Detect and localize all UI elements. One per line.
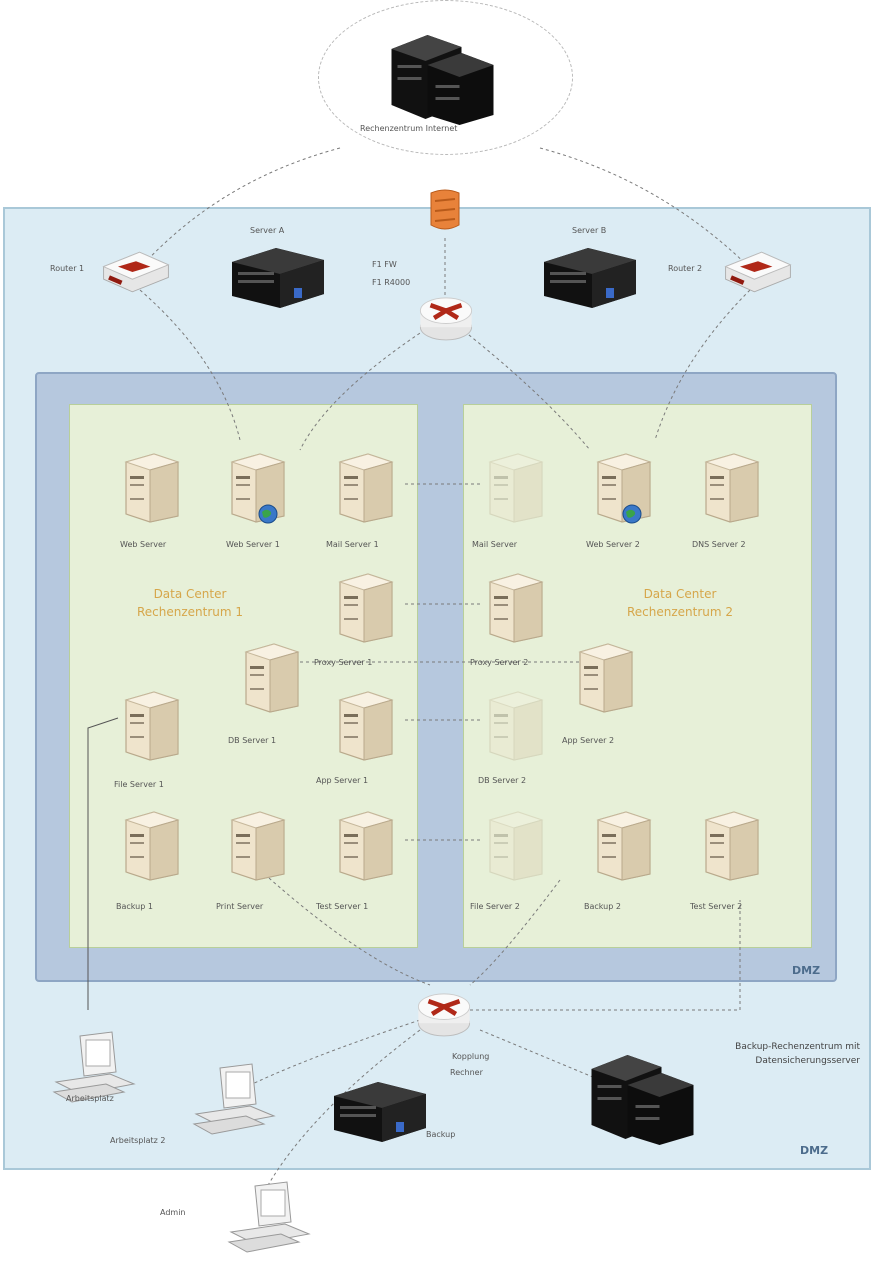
dc2-node-d-label: Proxy Server 2 [470,658,529,667]
test-server-icon [332,806,396,882]
dc1-node-a-label: Web Server [120,540,167,549]
dc2-title: Data Center Rechenzentrum 2 [626,587,734,619]
router-right-label: Router 2 [668,264,703,273]
dc1-node-h-label: Backup 1 [116,902,153,911]
server-top-right-icon [540,240,640,310]
dc1-node-e-label: DB Server 1 [228,736,277,745]
dc2-node-e-label: App Server 2 [562,736,615,745]
dc2-node-f-label: DB Server 2 [478,776,527,785]
dc1-node-c-label: Mail Server 1 [326,540,379,549]
dc1-title: Data Center Rechenzentrum 1 [136,587,244,619]
proxy-server-icon [482,568,546,644]
core-router-icon [414,290,478,346]
dc1-node-g-label: File Server 1 [114,780,164,789]
dc2-node-b-label: Web Server 2 [586,540,640,549]
internet-server-cluster [385,25,500,125]
dc2-node-h-label: Backup 2 [584,902,621,911]
dc1-node-d-label: Proxy Server 1 [314,658,373,667]
bottom-router-icon [412,986,476,1042]
mail-server-icon [332,448,396,524]
app-server-icon [332,686,396,762]
fw-label: F1 FW [372,260,397,269]
server-icon [118,448,182,524]
router-left-icon [100,245,172,299]
file-server-faded-icon [482,806,546,882]
client2-label: Arbeitsplatz 2 [110,1136,166,1145]
backup-server-icon [590,806,654,882]
dc2-node-c-label: DNS Server 2 [692,540,746,549]
client3-label: Admin [160,1208,186,1217]
dc1-node-i-label: Print Server [216,902,264,911]
web-server-icon [224,448,288,524]
bottom-router-label-2: Rechner [450,1068,483,1077]
server-top-left-label: Server A [250,226,285,235]
router-right-icon [722,245,794,299]
bottom-note: Backup-Rechenzentrum mit Datensicherungs… [735,1042,860,1066]
app-server-icon [572,638,636,714]
dc1-node-f-label: App Server 1 [316,776,369,785]
dc2-node-i-label: Test Server 2 [690,902,743,911]
dns-server-icon [698,448,762,524]
client-pc-icon [225,1180,315,1260]
client1-label: Arbeitsplatz [66,1094,114,1103]
fw-sub-label: F1 R4000 [372,278,411,287]
db-server-faded-icon [482,686,546,762]
server-top-left-icon [228,240,328,310]
proxy-server-icon [332,568,396,644]
backup-server-icon [118,806,182,882]
backup-server-black-icon [330,1074,430,1144]
dc1-node-j-label: Test Server 1 [316,902,369,911]
globe-icon [622,504,642,524]
dc2-node-g-label: File Server 2 [470,902,520,911]
file-server-icon [118,686,182,762]
server-top-right-label: Server B [572,226,607,235]
firewall-icon [425,185,465,235]
bottom-router-label-1: Kopplung [452,1052,490,1061]
backup-label: Backup [426,1130,456,1139]
test-server-icon [698,806,762,882]
globe-icon [258,504,278,524]
internet-cloud [318,0,573,155]
print-server-icon [224,806,288,882]
cloud-label: Rechenzentrum Internet [360,124,458,133]
outer-zone-tag: DMZ [800,1144,829,1157]
db-server-icon [238,638,302,714]
server-faded-icon [482,448,546,524]
dc2-node-a-label: Mail Server [472,540,518,549]
dc1-node-b-label: Web Server 1 [226,540,280,549]
client-pc-icon [190,1062,280,1142]
dmz-zone-tag: DMZ [792,964,821,977]
router-left-label: Router 1 [50,264,85,273]
